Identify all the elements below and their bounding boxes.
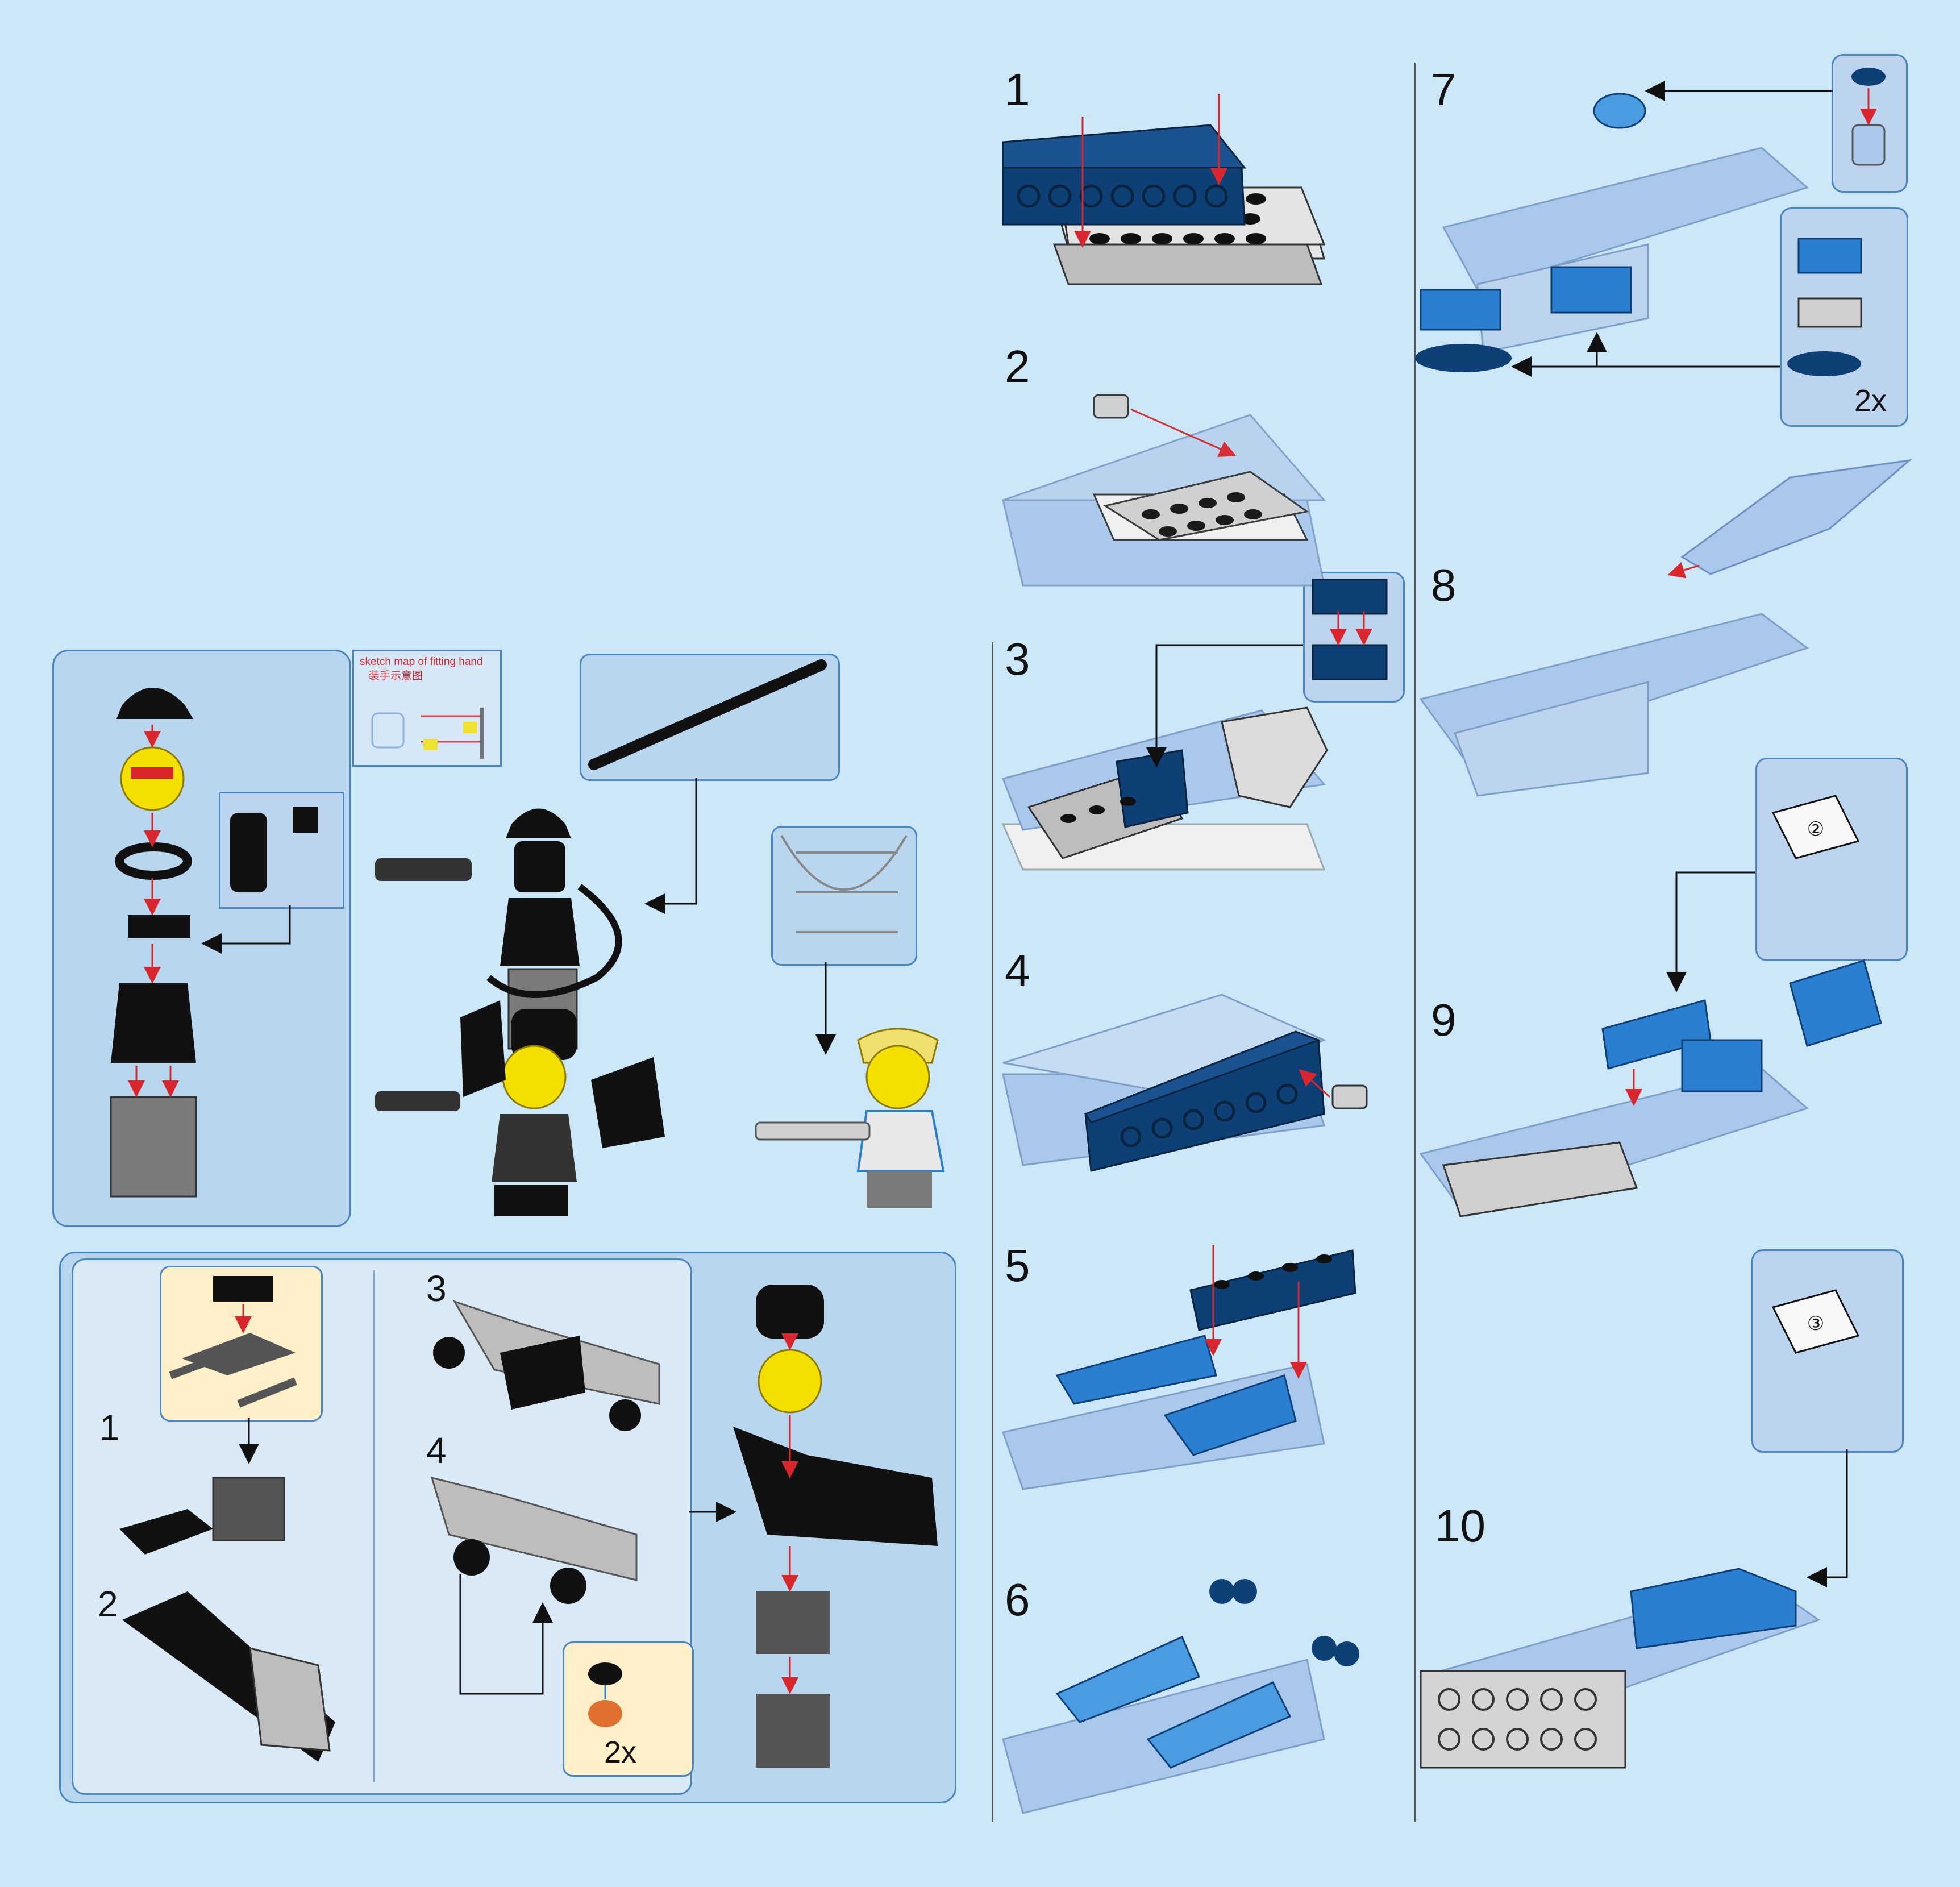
villain-assembled [375, 659, 827, 1050]
step5-illustration [1002, 1245, 1356, 1490]
step-number: 7 [1431, 64, 1457, 115]
step-number: 1 [1005, 64, 1030, 115]
step-number: 10 [1435, 1501, 1485, 1551]
step-number: 3 [1005, 634, 1030, 684]
jetpack-step-sketches [119, 1276, 938, 1768]
hand-hint-line-1: sketch map of fitting hand [360, 656, 483, 668]
flame-element-icon [1680, 459, 1912, 575]
sticker-number: ② [1807, 818, 1824, 841]
step9-illustration: ② [1419, 795, 1882, 1217]
hand-hint-sketch [371, 708, 484, 759]
step3-illustration [1001, 579, 1388, 871]
step-number: 6 [1005, 1574, 1030, 1625]
step10-callout [1751, 1249, 1904, 1453]
jetpack-step-number: 2 [98, 1583, 118, 1624]
jetpack-villain-assembled [375, 1000, 665, 1216]
hand-hint-box: sketch map of fitting hand 装手示意图 [352, 650, 502, 767]
step9-callout [1755, 758, 1908, 961]
step7-count: 2x [1854, 384, 1887, 418]
step-number: 2 [1005, 341, 1030, 392]
weapon-sprue-icon [780, 834, 908, 933]
step10-illustration: ③ [1419, 1289, 1860, 1769]
helmet-icon [116, 688, 193, 719]
step6-illustration [1002, 1579, 1359, 1814]
column-divider-left [992, 642, 993, 1822]
step-number: 4 [1005, 945, 1030, 996]
step4-illustration [1002, 994, 1368, 1172]
jetpack-step-number: 3 [426, 1268, 447, 1309]
hose-icon [588, 659, 827, 770]
jetpack-divider [373, 1270, 375, 1782]
jetpack-count: 2x [604, 1735, 637, 1769]
step-number: 8 [1431, 560, 1457, 610]
step1-illustration [1002, 94, 1326, 285]
column-divider-right [1414, 63, 1416, 1822]
weapon-sprue-callout [771, 826, 917, 966]
step-number: 9 [1431, 995, 1457, 1045]
sticker-number: ③ [1807, 1312, 1824, 1335]
hero-minifig [755, 834, 945, 1208]
jetpack-step-number: 4 [426, 1430, 447, 1471]
sticker-sheet-icon [1771, 795, 1860, 859]
jetpack-step-number: 1 [99, 1407, 120, 1448]
step2-illustration [1002, 394, 1326, 587]
step-number: 5 [1005, 1240, 1030, 1291]
sticker-sheet-icon [1771, 1289, 1860, 1354]
step8-illustration [1419, 459, 1912, 797]
step7-illustration [1415, 68, 1886, 377]
hand-hint-line-2: 装手示意图 [369, 670, 423, 682]
jetpack-step4-callout: 2x [563, 1641, 694, 1777]
villain-minifig-stack [110, 688, 318, 1198]
